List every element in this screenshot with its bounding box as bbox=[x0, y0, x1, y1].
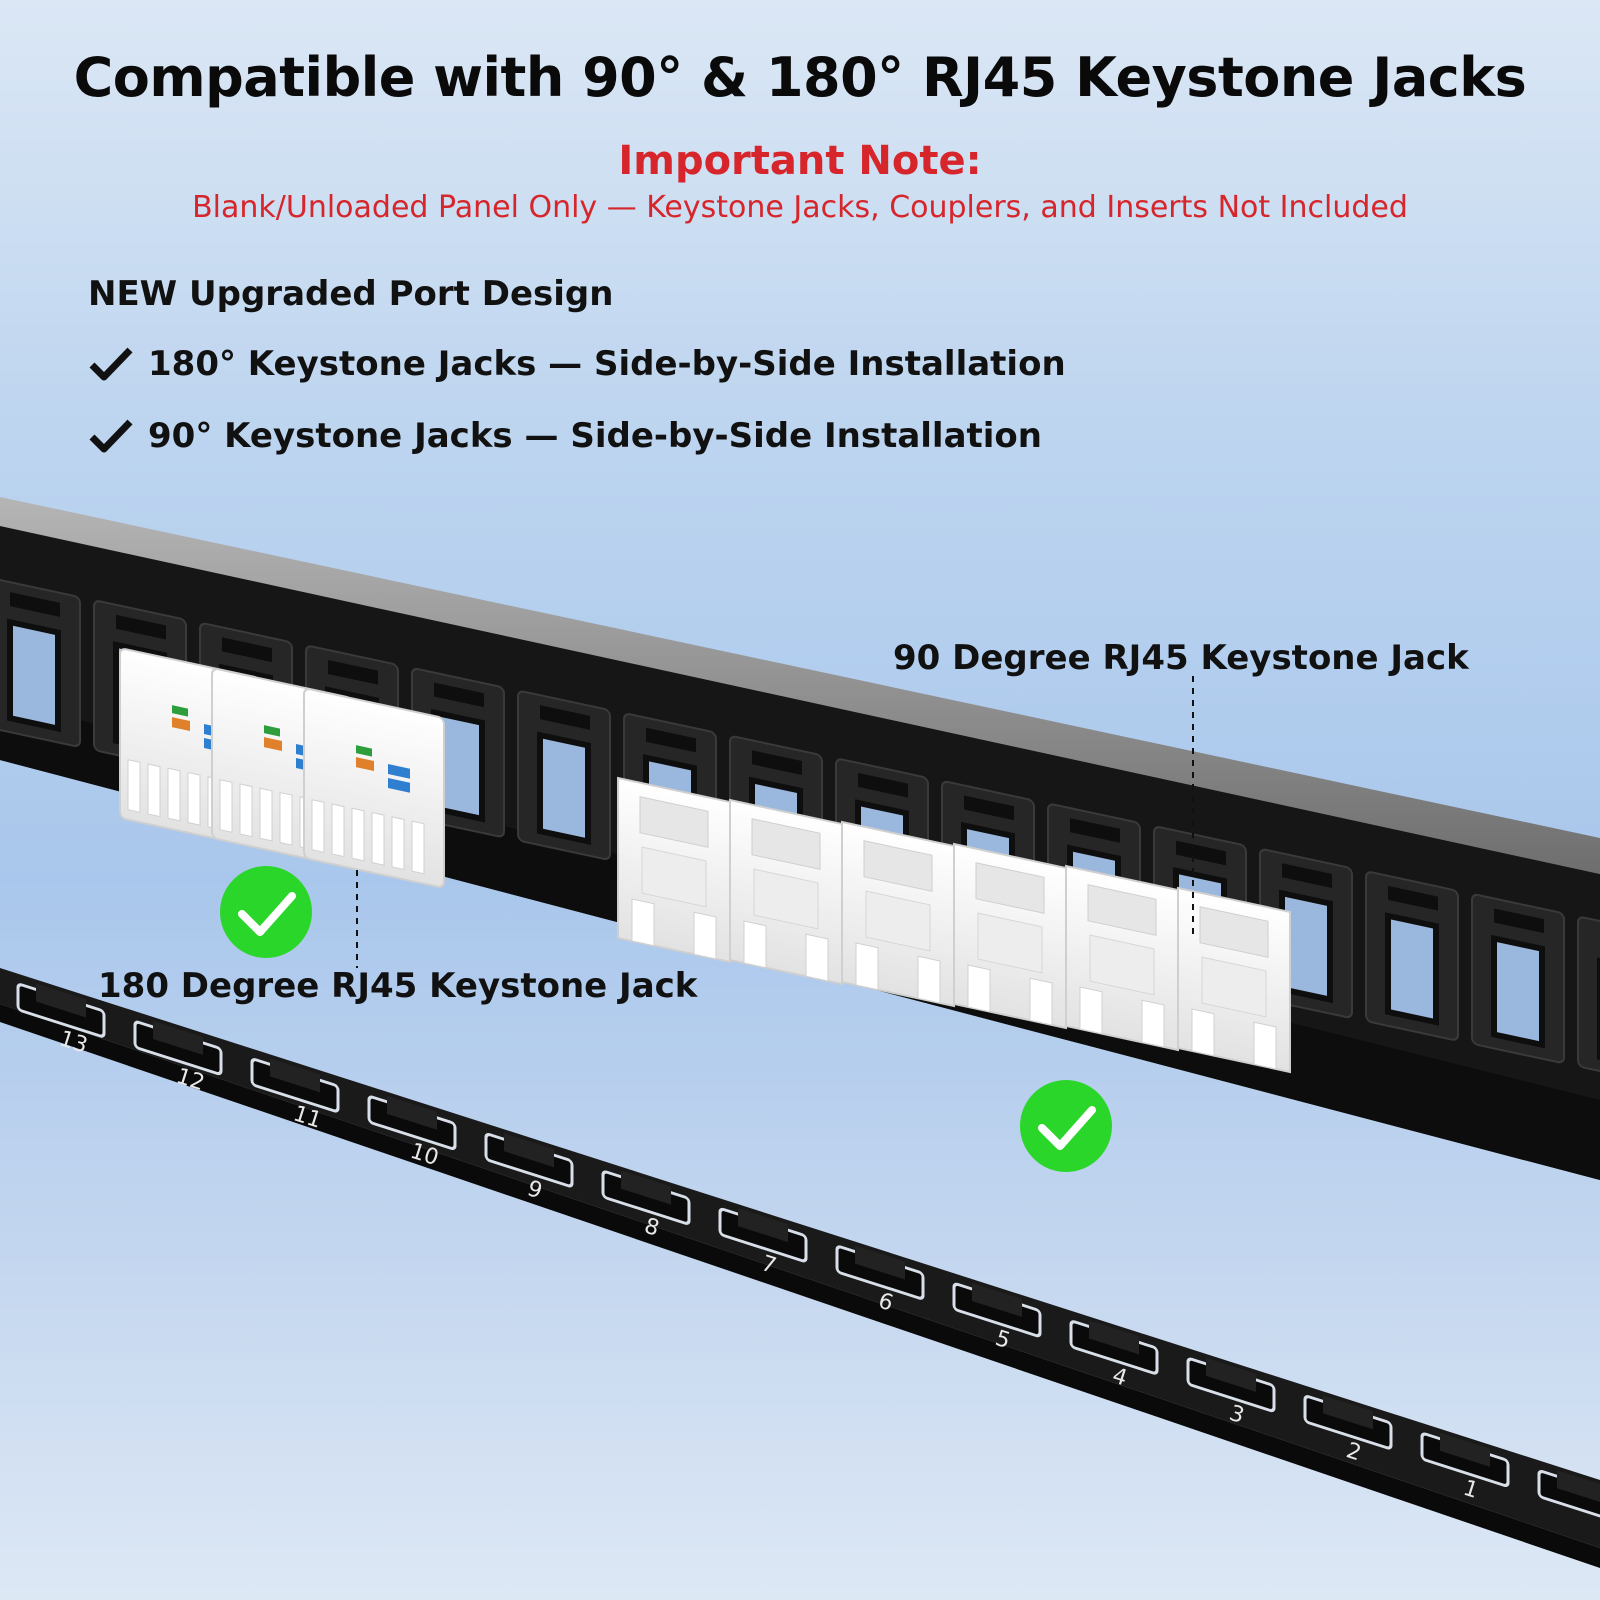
feature-item-label: 180° Keystone Jacks — Side-by-Side Insta… bbox=[148, 344, 1066, 384]
feature-list: NEW Upgraded Port Design 180° Keystone J… bbox=[88, 274, 1066, 456]
rail-slot bbox=[1303, 1395, 1393, 1450]
feature-item-label: 90° Keystone Jacks — Side-by-Side Instal… bbox=[148, 416, 1042, 456]
keystone-jack-90 bbox=[841, 820, 955, 1008]
feature-list-heading: NEW Upgraded Port Design bbox=[88, 274, 614, 314]
jack-90-group bbox=[617, 776, 1291, 1074]
jack-180-group bbox=[119, 648, 445, 888]
keystone-slot bbox=[1471, 893, 1565, 1064]
rail-slot bbox=[835, 1245, 925, 1300]
feature-item-180: 180° Keystone Jacks — Side-by-Side Insta… bbox=[88, 344, 1066, 384]
rail-slot bbox=[16, 983, 106, 1038]
callout-180-degree-jack: 180 Degree RJ45 Keystone Jack bbox=[98, 966, 698, 1006]
rail-slot bbox=[1069, 1320, 1159, 1375]
rail-slot bbox=[133, 1020, 223, 1076]
important-note-title: Important Note: bbox=[618, 138, 982, 184]
rail-slot bbox=[1186, 1357, 1276, 1413]
important-note-text: Blank/Unloaded Panel Only — Keystone Jac… bbox=[192, 190, 1408, 225]
rail-slot bbox=[1420, 1432, 1510, 1487]
keystone-jack-90 bbox=[729, 798, 843, 986]
page-title: Compatible with 90° & 180° RJ45 Keystone… bbox=[73, 46, 1527, 109]
check-badge-90-icon bbox=[1020, 1080, 1112, 1172]
keystone-slot bbox=[0, 577, 81, 748]
rail-slot bbox=[718, 1207, 808, 1263]
keystone-jack-180 bbox=[303, 688, 445, 888]
rail-slot bbox=[601, 1170, 691, 1225]
feature-item-90: 90° Keystone Jacks — Side-by-Side Instal… bbox=[88, 416, 1042, 456]
keystone-jack-90 bbox=[1177, 886, 1291, 1074]
keystone-jack-90 bbox=[617, 776, 731, 964]
rail-slot bbox=[250, 1058, 340, 1113]
keystone-slot bbox=[517, 690, 611, 861]
checkmark-icon bbox=[89, 347, 133, 381]
check-badge-180-icon bbox=[220, 866, 312, 958]
callout-90-degree-jack: 90 Degree RJ45 Keystone Jack bbox=[893, 638, 1469, 678]
rail-slot bbox=[1537, 1469, 1600, 1525]
keystone-jack-90 bbox=[1065, 864, 1179, 1052]
keystone-slot bbox=[1365, 871, 1459, 1041]
keystone-slot bbox=[1577, 916, 1600, 1086]
rail-slot bbox=[367, 1095, 457, 1151]
rail-slot bbox=[484, 1133, 574, 1188]
keystone-jack-90 bbox=[953, 842, 1067, 1030]
rail-slot bbox=[952, 1282, 1042, 1338]
checkmark-icon bbox=[89, 419, 133, 453]
